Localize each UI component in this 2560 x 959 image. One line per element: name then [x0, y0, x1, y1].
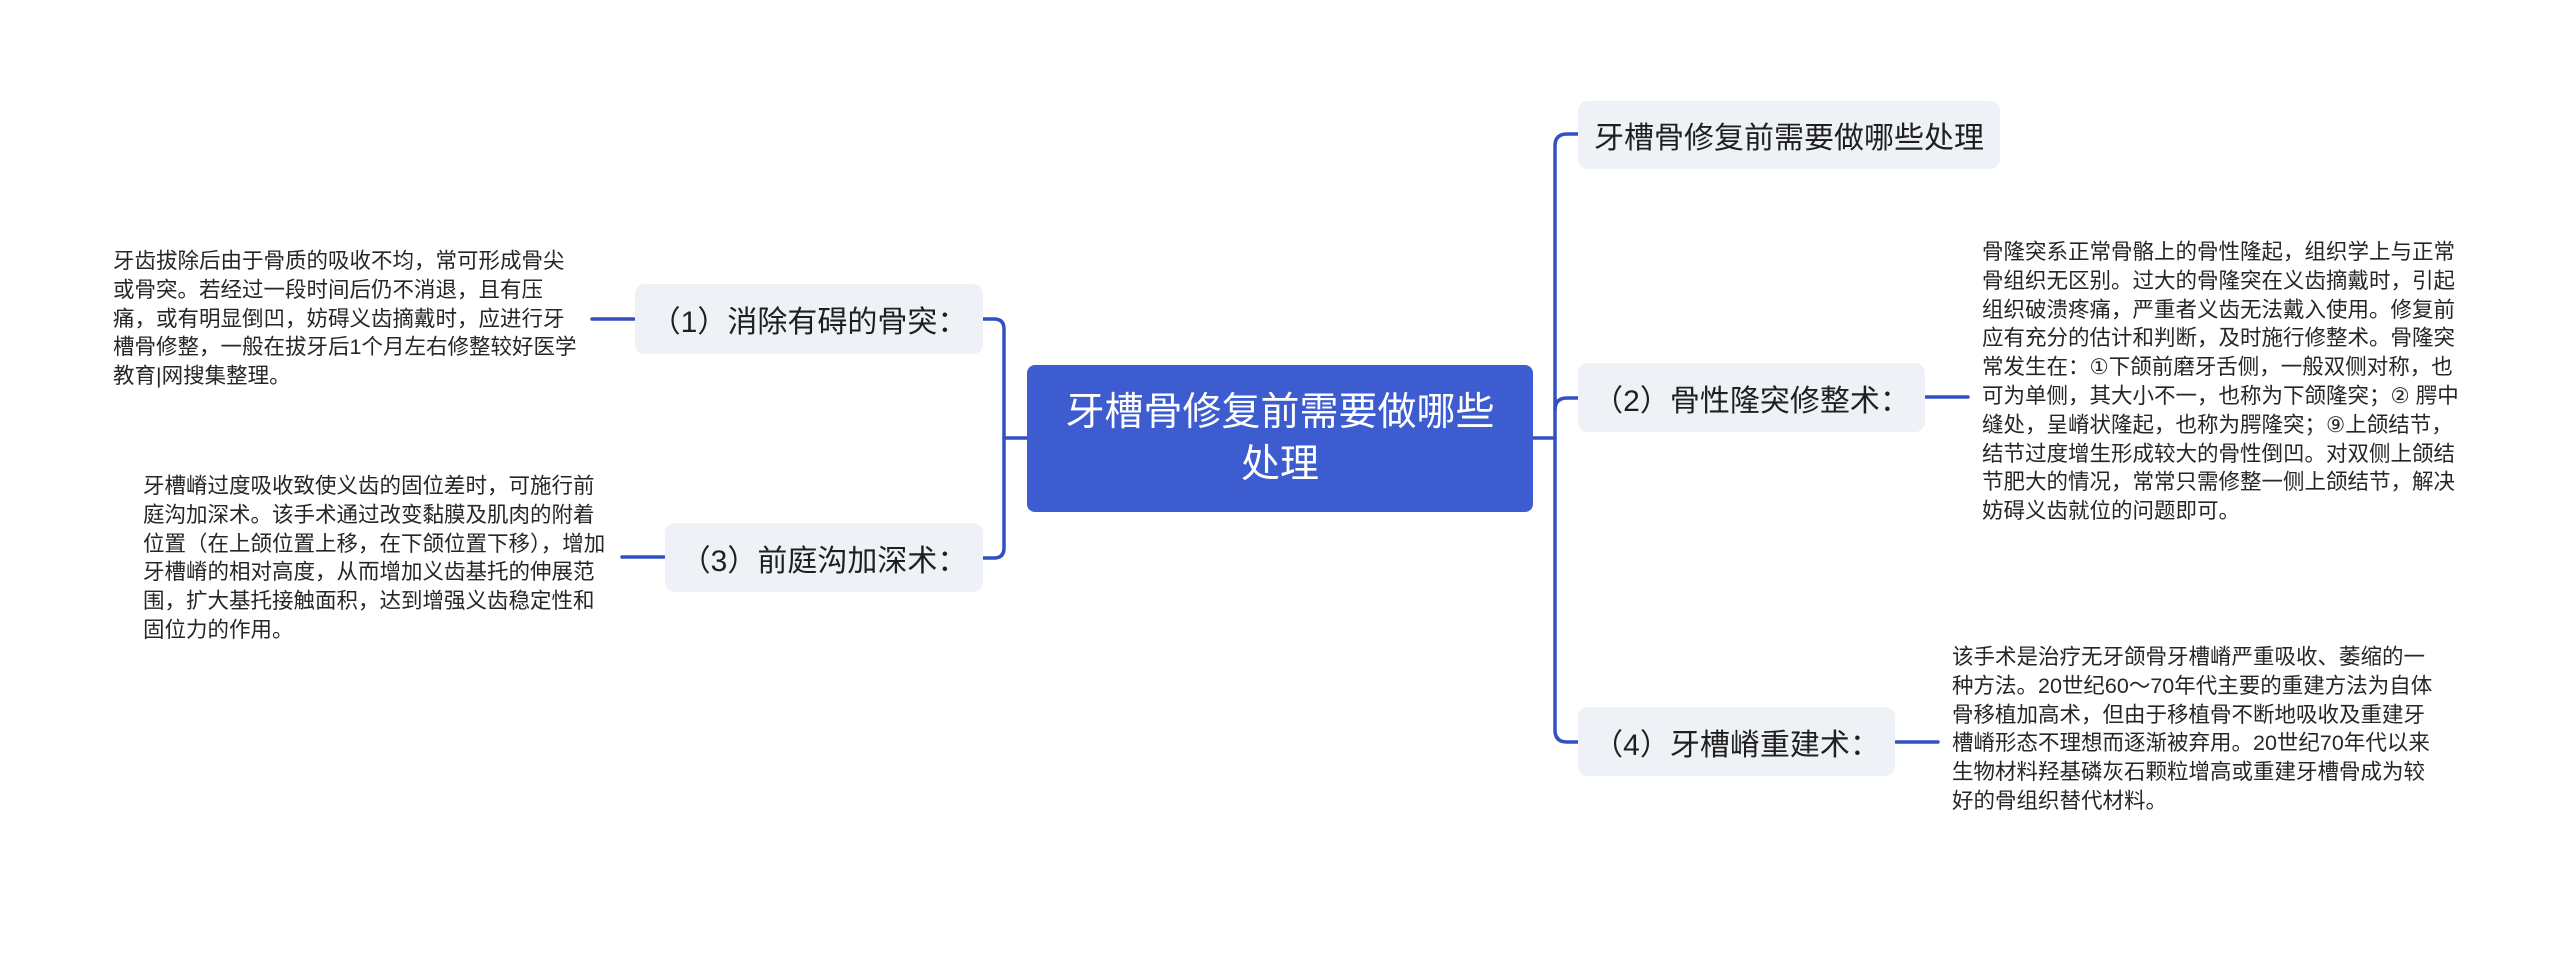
branch-node-1[interactable]: （1）消除有碍的骨突：	[635, 284, 983, 354]
branch-node-3-label: （3）前庭沟加深术：	[680, 544, 968, 578]
connector-right-trunk	[1553, 132, 1580, 744]
detail-text-2: 骨隆突系正常骨骼上的骨性隆起，组织学上与正常骨组织无区别。过大的骨隆突在义齿摘戴…	[1982, 240, 2459, 524]
connector-b2	[1553, 396, 1580, 412]
branch-node-4[interactable]: （4）牙槽嵴重建术：	[1578, 707, 1895, 776]
root-node-label: 牙槽骨修复前需要做哪些处理	[1065, 390, 1495, 486]
branch-node-2[interactable]: （2）骨性隆突修整术：	[1578, 363, 1925, 432]
root-node[interactable]: 牙槽骨修复前需要做哪些处理	[1027, 365, 1533, 512]
branch-node-top-label: 牙槽骨修复前需要做哪些处理	[1594, 122, 1984, 155]
branch-node-1-label: （1）消除有碍的骨突：	[650, 306, 968, 339]
branch-node-3[interactable]: （3）前庭沟加深术：	[665, 523, 983, 592]
branch-node-top[interactable]: 牙槽骨修复前需要做哪些处理	[1578, 101, 2000, 169]
detail-text-4: 该手术是治疗无牙颌骨牙槽嵴严重吸收、萎缩的一种方法。20世纪60～70年代主要的…	[1952, 645, 2433, 813]
branch-node-2-label: （2）骨性隆突修整术：	[1593, 384, 1910, 418]
detail-text-3: 牙槽嵴过度吸收致使义齿的固位差时，可施行前庭沟加深术。该手术通过改变黏膜及肌肉的…	[143, 474, 606, 642]
branch-node-4-label: （4）牙槽嵴重建术：	[1593, 728, 1880, 762]
detail-text-1: 牙齿拔除后由于骨质的吸收不均，常可形成骨尖或骨突。若经过一段时间后仍不消退，且有…	[113, 249, 577, 389]
connector-b1	[981, 317, 1006, 560]
